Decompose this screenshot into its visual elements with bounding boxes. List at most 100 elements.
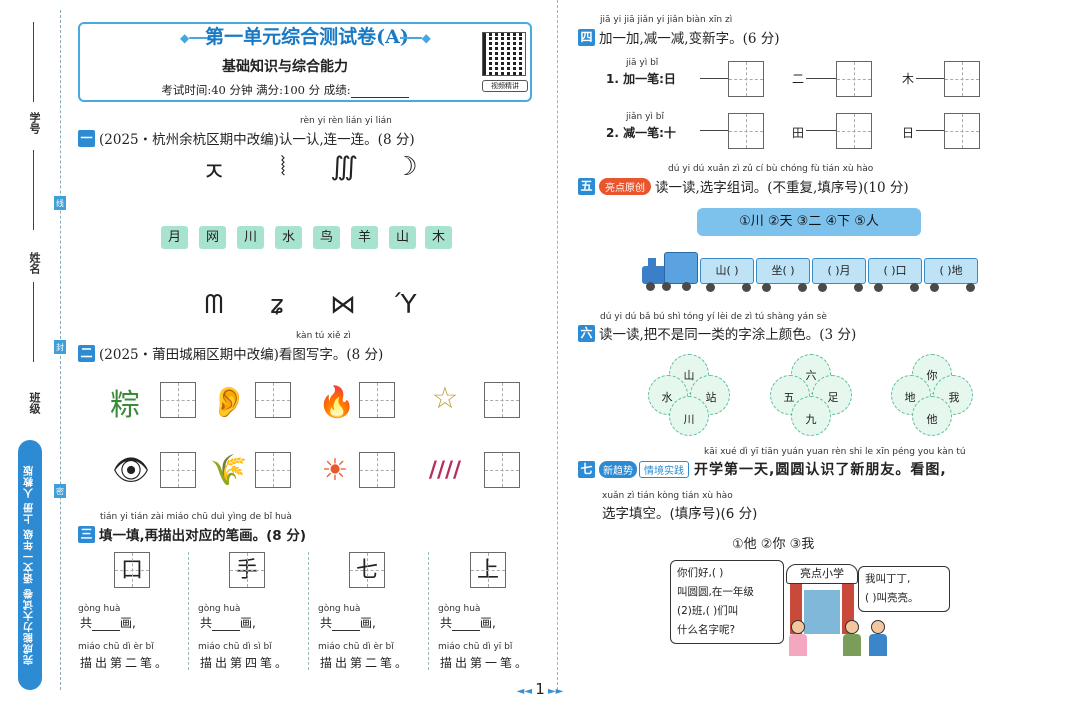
clover-1-right[interactable]: 站 <box>705 391 717 404</box>
write-box-2[interactable] <box>255 382 291 418</box>
clover-1-bottom[interactable]: 川 <box>683 413 695 426</box>
clover-1-top[interactable]: 山 <box>683 369 695 382</box>
char-chip-6[interactable]: 羊 <box>351 226 378 249</box>
train-car-3[interactable]: ( )月 <box>812 258 866 284</box>
s4-r1-box-2[interactable] <box>836 61 872 97</box>
clover-2-bottom[interactable]: 九 <box>805 413 817 426</box>
oracle-glyph-3[interactable]: ∭ <box>330 152 358 182</box>
oracle-glyph-7[interactable]: ⋈ <box>330 290 356 320</box>
stroke-count-blank-2[interactable] <box>212 619 241 631</box>
char-chip-3[interactable]: 川 <box>237 226 264 249</box>
page-number-text: 1 <box>535 680 545 698</box>
exam-header: ◆━━━ 第一单元综合测试卷(A) ━━━◆ 基础知识与综合能力 考试时间:40… <box>78 22 532 102</box>
s7-pinyin-1: kāi xué dì yī tiān yuán yuan rèn shi le … <box>704 447 966 457</box>
prev-arrows-icon: ◄◄ <box>516 686 536 697</box>
s7-text-1: 开学第一天,圆圆认识了新朋友。看图, <box>694 462 947 478</box>
s4-r1-box-3[interactable] <box>944 61 980 97</box>
s3-heading: 三 填一填,再描出对应的笔画。(8 分) <box>78 524 306 544</box>
stroke-count-blank-1[interactable] <box>92 619 121 631</box>
write-box-5[interactable] <box>160 452 196 488</box>
write-box-8[interactable] <box>484 452 520 488</box>
char-chip-4[interactable]: 水 <box>275 226 302 249</box>
stroke-count-blank-3[interactable] <box>332 619 361 631</box>
binding-margin: 学号 姓名 班级 线 封 密 完成能力大试卷 语文一年级 上册 人教版 <box>0 0 66 716</box>
clover-2-left[interactable]: 五 <box>783 391 795 404</box>
s7-pinyin-2: xuǎn zì tián kòng tián xù hào <box>602 491 733 501</box>
stroke-char-3[interactable]: 七 <box>349 552 385 588</box>
oracle-glyph-1[interactable]: ㅈ <box>202 158 226 188</box>
stroke-count-blank-4[interactable] <box>452 619 481 631</box>
gong-pinyin-4: gòng huà <box>438 604 481 614</box>
stroke-char-4[interactable]: 上 <box>470 552 506 588</box>
clover-3: 你 地 我 他 <box>891 354 973 436</box>
top-line <box>33 22 34 102</box>
write-box-4[interactable] <box>484 382 520 418</box>
s5-text: 读一读,选字组词。(不重复,填序号)(10 分) <box>655 180 909 196</box>
clover-3-top[interactable]: 你 <box>926 369 938 382</box>
clover-1-left[interactable]: 水 <box>661 391 673 404</box>
rain-picture: //// <box>428 457 462 483</box>
write-box-3[interactable] <box>359 382 395 418</box>
student-id-label: 学号 <box>28 112 41 134</box>
bubble-left-line-4: 什么名字呢? <box>677 624 736 636</box>
school-gate: 亮点小学 <box>786 564 858 638</box>
clover-2-right[interactable]: 足 <box>827 391 839 404</box>
s4-r2-box-2[interactable] <box>836 113 872 149</box>
oracle-glyph-8[interactable]: Ύ <box>395 290 417 320</box>
stroke-count-3: 共画, <box>320 616 376 631</box>
stroke-char-2[interactable]: 手 <box>229 552 265 588</box>
s3-text: 填一填,再描出对应的笔画。(8 分) <box>99 528 307 544</box>
clover-3-right[interactable]: 我 <box>948 391 960 404</box>
s7-options: ①他 ②你 ③我 <box>732 537 815 552</box>
s4-r2-box-3[interactable] <box>944 113 980 149</box>
oracle-glyph-4[interactable]: ☽ <box>394 152 418 182</box>
exam-info: 考试时间:40 分钟 满分:100 分 成绩: <box>80 82 490 98</box>
sun-picture: ☀ <box>321 452 349 488</box>
bubble-left-line-1[interactable]: 你们好,( ) <box>677 567 724 579</box>
qr-code[interactable] <box>482 32 526 76</box>
char-chip-8[interactable]: 木 <box>425 226 452 249</box>
s6-number: 六 <box>578 324 595 342</box>
char-chip-2[interactable]: 网 <box>199 226 226 249</box>
train-car-1[interactable]: 山( ) <box>700 258 754 284</box>
s5-options: ①川 ②天 ③二 ④下 ⑤人 <box>697 208 921 236</box>
char-chip-5[interactable]: 鸟 <box>313 226 340 249</box>
oracle-glyph-5[interactable]: ᗰ <box>204 290 224 320</box>
clover-3-bottom[interactable]: 他 <box>926 413 938 426</box>
s4-r2-char-1: 田 <box>792 126 805 140</box>
train-car-4[interactable]: ( )口 <box>868 258 922 284</box>
trace-item-1: 描出第二笔。 <box>80 656 171 670</box>
gong-pinyin-1: gòng huà <box>78 604 121 614</box>
bubble-right-line-1: 我叫丁丁, <box>865 573 911 585</box>
seal-feng: 封 <box>54 340 66 354</box>
write-box-6[interactable] <box>255 452 291 488</box>
qr-caption: 视频精讲 <box>482 80 528 92</box>
s5-heading: 五 亮点原创 读一读,选字组词。(不重复,填序号)(10 分) <box>578 176 909 196</box>
name-label: 姓名 <box>28 252 41 274</box>
s4-r2-char-2: 日 <box>902 126 915 140</box>
trace-pinyin-1: miáo chū dì èr bǐ <box>78 642 154 652</box>
exam-subtitle: 基础知识与综合能力 <box>222 59 348 75</box>
char-chip-1[interactable]: 月 <box>161 226 188 249</box>
s7-badge-practice: 情境实践 <box>639 460 689 478</box>
bubble-right-line-2[interactable]: ( )叫亮亮。 <box>865 592 919 604</box>
trace-pinyin-3: miáo chū dì èr bǐ <box>318 642 394 652</box>
write-box-1[interactable] <box>160 382 196 418</box>
train-car-5[interactable]: ( )地 <box>924 258 978 284</box>
s4-heading: 四 加一加,减一减,变新字。(6 分) <box>578 27 780 47</box>
train-car-2[interactable]: 坐( ) <box>756 258 810 284</box>
clover-2-top[interactable]: 六 <box>805 369 817 382</box>
clover-3-left[interactable]: 地 <box>904 391 916 404</box>
oracle-glyph-6[interactable]: ʑ <box>270 290 284 320</box>
gong-pinyin-2: gòng huà <box>198 604 241 614</box>
s4-r1-box-1[interactable] <box>728 61 764 97</box>
bubble-left-line-3[interactable]: (2)班,( )们叫 <box>677 605 739 617</box>
score-blank[interactable] <box>350 86 409 98</box>
char-chip-7[interactable]: 山 <box>389 226 416 249</box>
stroke-char-1[interactable]: 口 <box>114 552 150 588</box>
s4-r2-pinyin: jiǎn yì bǐ <box>626 112 664 122</box>
write-box-7[interactable] <box>359 452 395 488</box>
s4-r2-box-1[interactable] <box>728 113 764 149</box>
oracle-glyph-2[interactable]: ⦚ <box>280 152 286 182</box>
stroke-count-4: 共画, <box>440 616 496 631</box>
